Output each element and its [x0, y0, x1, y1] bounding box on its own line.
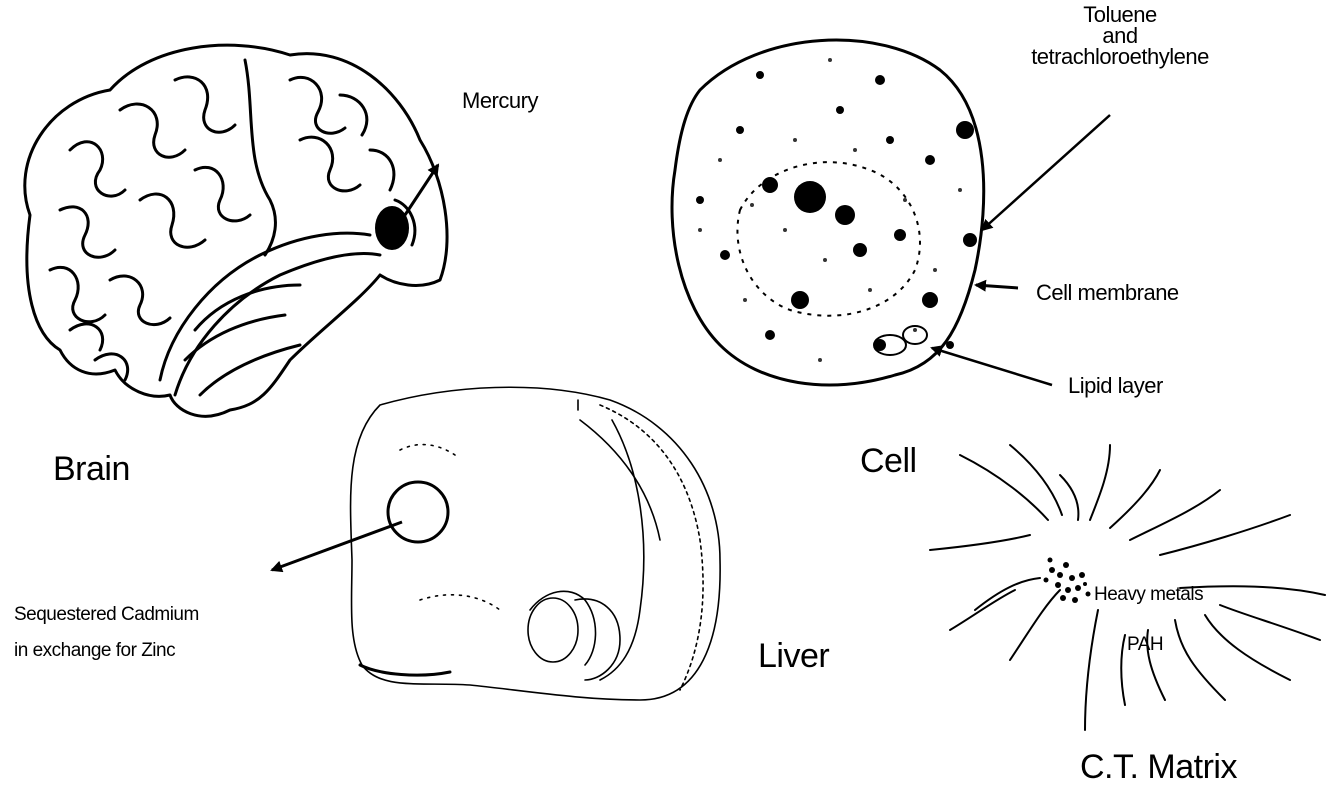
toluene-arrow	[982, 115, 1110, 230]
mercury-arrow	[405, 165, 438, 215]
liver-label: Liver	[758, 637, 829, 676]
cadmium-deposit	[388, 482, 448, 542]
cadmium-arrow	[272, 522, 402, 570]
cadmium-label-line1: Sequestered Cadmium	[14, 597, 199, 633]
pah-label: PAH	[1127, 634, 1163, 656]
ct-matrix-label: C.T. Matrix	[1080, 748, 1237, 787]
cell-label: Cell	[860, 442, 917, 481]
cadmium-label: Sequestered Cadmium in exchange for Zinc	[14, 597, 199, 669]
toluene-label-line2: and	[1000, 25, 1240, 46]
cell-membrane-label: Cell membrane	[1036, 280, 1179, 306]
toluene-label-line3: tetrachloroethylene	[1000, 46, 1240, 67]
cell-membrane-arrow	[976, 285, 1018, 288]
heavy-metals-label: Heavy metals	[1094, 584, 1203, 606]
cadmium-label-line2: in exchange for Zinc	[14, 633, 199, 669]
mercury-label: Mercury	[462, 88, 538, 114]
liver-illustration	[351, 387, 721, 700]
heavy-metals-cluster	[1044, 558, 1091, 604]
lipid-layer-arrow	[932, 348, 1052, 385]
lipid-layer-label: Lipid layer	[1068, 373, 1163, 399]
brain-label: Brain	[53, 450, 130, 489]
cell-illustration	[672, 40, 984, 385]
toluene-label: Toluene and tetrachloroethylene	[1000, 4, 1240, 67]
toluene-label-line1: Toluene	[1000, 4, 1240, 25]
mercury-deposit	[375, 206, 409, 250]
